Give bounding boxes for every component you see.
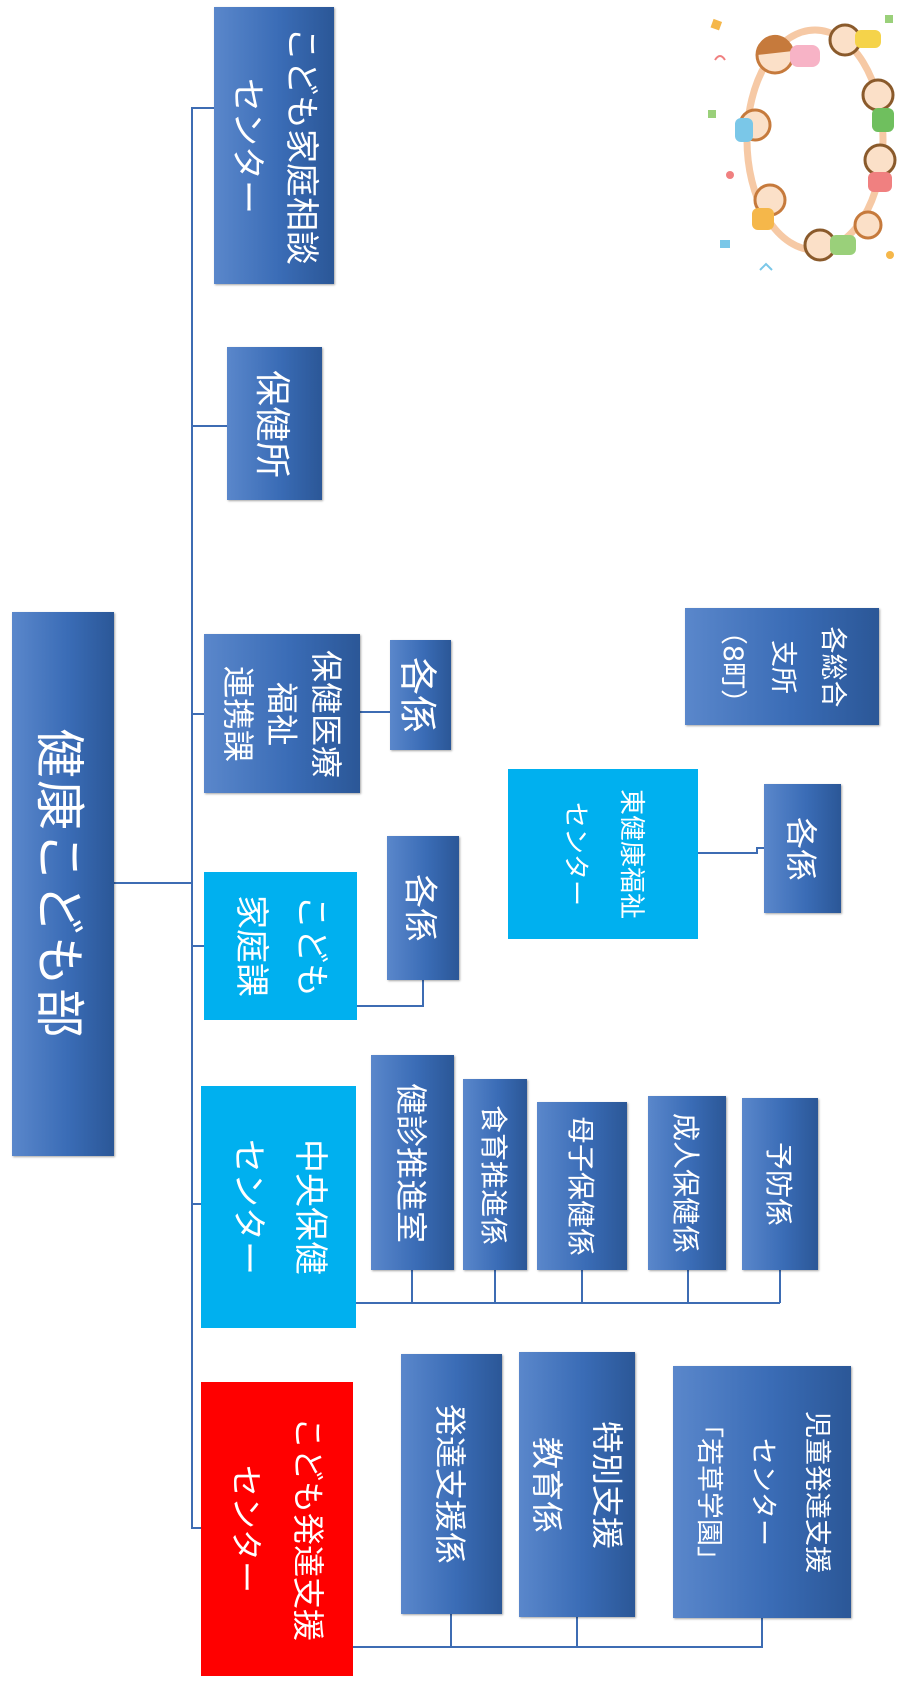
child-figure	[755, 34, 820, 75]
branch-hattatsu	[191, 1527, 201, 1529]
hattatsu-sub-drop-1	[450, 1614, 452, 1647]
hattatsu-sub-drop-2	[576, 1617, 578, 1647]
confetti-shape	[885, 15, 893, 23]
chuo-sub-seijin: 成人保健係	[648, 1096, 726, 1270]
chuo-sub-drop-3	[581, 1270, 583, 1303]
chuo-sub-boshi: 母子保健係	[537, 1102, 627, 1270]
hattatsu-sub-shien-label: 発達支援係	[430, 1403, 469, 1565]
confetti-shape	[708, 110, 716, 118]
hattatsu-sub-wakakusa-line-2: センター	[747, 1438, 778, 1546]
child-figure	[863, 143, 897, 192]
root-department-label: 健康こども部	[30, 728, 88, 1040]
hattatsu-sub-tokubetsu-line-1: 特別支援	[588, 1420, 626, 1549]
child-figure	[735, 108, 772, 142]
hattatsu-sub-tokubetsu-line-2: 教育係	[528, 1436, 566, 1533]
branch-kodomo-katei	[191, 945, 205, 947]
sogo-line-3: （8町）	[717, 617, 748, 716]
katei-center-line-1: こども家庭相談	[281, 26, 321, 265]
child-figure	[752, 183, 787, 230]
higashi-sub-label: 各係	[781, 816, 820, 881]
sogo-line-2: 支所	[767, 639, 798, 694]
kodomo-katei-line-2: 家庭課	[230, 895, 271, 997]
sogo-box: 各総合 支所 （8町）	[685, 608, 879, 725]
hokenjo-label: 保健所	[250, 369, 292, 478]
hattatsu-sub-wakakusa-line-3: 「若草学園」	[693, 1411, 724, 1573]
chuo-sub-kenshin-label: 健診推進室	[391, 1082, 430, 1243]
child-figure	[828, 23, 881, 57]
higashi-sub-connector-h1	[698, 852, 758, 854]
kodomo-katei-sub-label: 各係	[399, 874, 440, 942]
confetti-shape	[726, 171, 734, 179]
child-figure	[853, 210, 883, 240]
hattatsu-sub-shien: 発達支援係	[401, 1354, 502, 1614]
chuo-line-2: センター	[227, 1139, 268, 1275]
branch-hokenjo	[191, 425, 228, 427]
hattatsu-sub-drop-3	[761, 1618, 763, 1647]
branch-iryo	[191, 713, 205, 715]
confetti-shape	[759, 262, 773, 271]
iryo-sub-connector	[359, 711, 391, 713]
iryo-line-2: 福祉	[263, 681, 301, 746]
chuo-sub-drop-5	[779, 1270, 781, 1303]
chuo-sub-yobo: 予防係	[742, 1098, 818, 1270]
branch-katei-center	[191, 107, 215, 109]
chuo-sub-seijin-label: 成人保健係	[669, 1112, 702, 1254]
chuo-sub-drop-1	[411, 1270, 413, 1303]
child-figure	[803, 228, 856, 262]
root-department-box: 健康こども部	[12, 612, 114, 1156]
higashi-sub-box: 各係	[764, 784, 841, 913]
higashi-line-1: 東健康福祉	[616, 788, 646, 920]
chuo-sub-kenshin: 健診推進室	[371, 1055, 454, 1270]
kodomo-katei-sub-box: 各係	[387, 836, 459, 980]
chuo-sub-bus	[356, 1302, 780, 1304]
iryo-line-1: 保健医療	[307, 649, 345, 778]
sogo-line-1: 各総合	[817, 626, 848, 707]
confetti-shape	[886, 251, 894, 259]
hattatsu-sub-wakakusa-line-1: 児童発達支援	[801, 1411, 832, 1573]
higashi-box: 東健康福祉 センター	[508, 769, 698, 939]
hattatsu-sub-tokubetsu: 特別支援 教育係	[519, 1352, 635, 1617]
kodomo-katei-line-1: こども	[290, 895, 331, 997]
higashi-sub-connector-v	[756, 847, 758, 854]
kodomo-katei-sub-connector-h	[356, 1005, 424, 1007]
chuo-sub-yobo-label: 予防係	[762, 1141, 795, 1227]
chuo-box: 中央保健 センター	[201, 1086, 356, 1328]
chuo-sub-shokuiku-label: 食育推進係	[477, 1104, 510, 1245]
chuo-sub-shokuiku: 食育推進係	[463, 1079, 527, 1270]
chuo-sub-drop-2	[494, 1270, 496, 1303]
chuo-line-1: 中央保健	[289, 1139, 330, 1275]
child-figure	[861, 78, 895, 132]
confetti-shape	[714, 55, 726, 61]
chuo-sub-boshi-label: 母子保健係	[564, 1115, 597, 1257]
hattatsu-sub-wakakusa: 児童発達支援 センター 「若草学園」	[673, 1366, 851, 1618]
chuo-sub-drop-4	[687, 1270, 689, 1303]
hattatsu-line-1: こども発達支援	[289, 1416, 327, 1642]
children-holding-hands-circle-illustration	[708, 15, 897, 271]
hattatsu-box: こども発達支援 センター	[201, 1382, 353, 1676]
iryo-sub-label: 各係	[395, 656, 439, 734]
confetti-shape	[720, 240, 730, 248]
iryo-box: 保健医療 福祉 連携課	[204, 634, 360, 793]
katei-center-line-2: センター	[227, 77, 267, 214]
iryo-sub-box: 各係	[390, 640, 451, 750]
kodomo-katei-sub-connector-v	[422, 980, 424, 1007]
iryo-line-3: 連携課	[219, 665, 257, 762]
hattatsu-sub-bus	[352, 1646, 763, 1648]
higashi-sub-connector-h2	[756, 847, 764, 849]
higashi-line-2: センター	[560, 801, 590, 907]
branch-chuo	[191, 1203, 201, 1205]
confetti-shape	[710, 18, 723, 31]
trunk-line	[191, 107, 193, 1529]
katei-center-box: こども家庭相談 センター	[214, 7, 334, 284]
hokenjo-box: 保健所	[227, 347, 322, 500]
root-connector	[106, 882, 192, 884]
hattatsu-line-2: センター	[227, 1464, 265, 1594]
kodomo-katei-box: こども 家庭課	[204, 872, 357, 1020]
